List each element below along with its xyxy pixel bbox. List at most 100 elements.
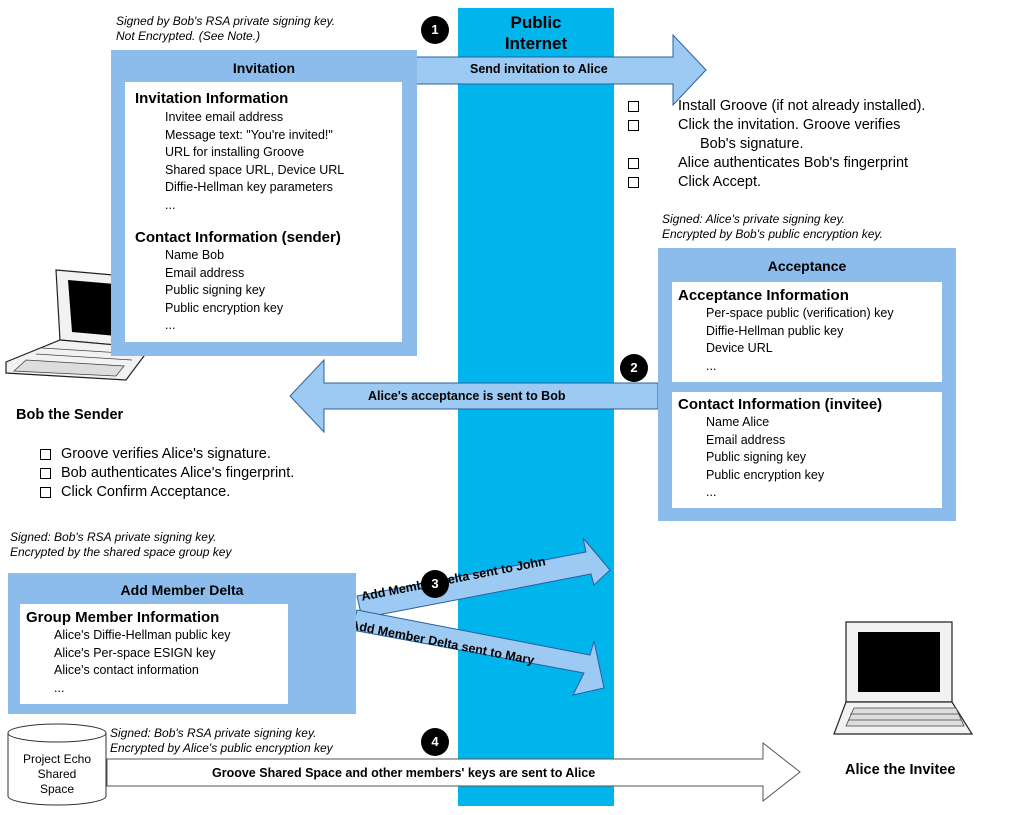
public-internet-label: Public Internet [458, 12, 614, 54]
acceptance-info-panel: Acceptance Information Per-space public … [672, 282, 942, 382]
list-item: ... [706, 485, 717, 499]
acceptance-title: Acceptance [767, 258, 847, 274]
alice-step-text: Bob's signature. [700, 136, 804, 152]
add-member-title: Add Member Delta [120, 582, 244, 598]
list-item: Diffie-Hellman public key [706, 323, 844, 338]
checkbox-icon [40, 449, 51, 460]
list-item: Email address [165, 265, 245, 280]
list-item: Public signing key [706, 450, 807, 464]
add-member-info-title: Group Member Information [26, 609, 220, 626]
send-invitation-arrow [413, 33, 707, 107]
public-internet-label-line2: Internet [504, 34, 568, 53]
invitation-contact-title: Contact Information (sender) [135, 229, 341, 246]
invitation-contact-list: Name Bob Email address Public signing ke… [165, 247, 402, 335]
alice-step-text: Click Accept. [678, 174, 761, 190]
list-item: ... [165, 197, 176, 212]
invitation-note: Signed by Bob's RSA private signing key.… [116, 14, 335, 44]
shared-space-note: Signed: Bob's RSA private signing key. E… [110, 726, 333, 756]
list-item: Public encryption key [165, 300, 284, 315]
alice-step-text: Click the invitation. Groove verifies [678, 117, 901, 133]
list-item: Shared space URL, Device URL [165, 162, 345, 177]
bob-steps: Groove verifies Alice's signature. Bob a… [40, 445, 360, 502]
delta-john-arrow [356, 537, 611, 619]
alice-step: Click the invitation. Groove verifies [628, 116, 1014, 135]
bob-step: Click Confirm Acceptance. [40, 483, 360, 502]
bob-step-text: Bob authenticates Alice's fingerprint. [61, 465, 295, 481]
list-item: URL for installing Groove [165, 145, 305, 159]
acceptance-contact-title: Contact Information (invitee) [678, 396, 883, 413]
list-item: Per-space public (verification) key [706, 306, 894, 320]
step-badge-1: 1 [421, 16, 449, 44]
invitation-note-line2: Not Encrypted. (See Note.) [116, 29, 261, 43]
add-member-info-list: Alice's Diffie-Hellman public key Alice'… [54, 627, 288, 697]
shared-space-label-line3: Space [39, 782, 75, 796]
shared-space-note-line2: Encrypted by Alice's public encryption k… [110, 741, 333, 755]
checkbox-icon [628, 158, 639, 169]
alice-label: Alice the Invitee [845, 762, 956, 778]
shared-space-label-line2: Shared [37, 767, 77, 781]
list-item: Alice's Per-space ESIGN key [54, 645, 216, 660]
add-member-note-line1: Signed: Bob's RSA private signing key. [10, 530, 217, 544]
list-item: ... [54, 680, 65, 695]
invitation-box: Invitation Invitation Information Invite… [111, 50, 417, 356]
shared-space-note-line1: Signed: Bob's RSA private signing key. [110, 726, 317, 740]
acceptance-arrow-label: Alice's acceptance is sent to Bob [368, 389, 566, 403]
acceptance-note-line1: Signed: Alice's private signing key. [662, 212, 846, 226]
acceptance-note-line2: Encrypted by Bob's public encryption key… [662, 227, 883, 241]
acceptance-box: Acceptance Acceptance Information Per-sp… [658, 248, 956, 521]
alice-step-text: Install Groove (if not already installed… [678, 98, 926, 114]
send-invitation-label: Send invitation to Alice [470, 62, 608, 76]
list-item: Alice's contact information [54, 663, 199, 677]
step-badge-4: 4 [421, 728, 449, 756]
add-member-note: Signed: Bob's RSA private signing key. E… [10, 530, 231, 560]
checkbox-icon [628, 101, 639, 112]
shared-space-cylinder [7, 723, 107, 806]
alice-step: Bob's signature. [628, 135, 1014, 154]
invitation-note-line1: Signed by Bob's RSA private signing key. [116, 14, 336, 28]
list-item: Public encryption key [706, 467, 825, 482]
checkbox-icon [40, 487, 51, 498]
alice-step: Click Accept. [628, 173, 1014, 192]
list-item: Email address [706, 432, 786, 447]
list-item: Public signing key [165, 283, 266, 297]
shared-space-label: Project Echo Shared Space [8, 752, 106, 797]
checkbox-icon [628, 120, 639, 131]
invitation-info-title: Invitation Information [135, 90, 289, 107]
invitation-info-list: Invitee email address Message text: "You… [165, 109, 402, 214]
alice-step: Install Groove (if not already installed… [628, 97, 1014, 116]
acceptance-info-list: Per-space public (verification) key Diff… [706, 305, 942, 375]
step-badge-2: 2 [620, 354, 648, 382]
acceptance-contact-list: Name Alice Email address Public signing … [706, 414, 942, 502]
public-internet-label-line1: Public [510, 13, 562, 32]
bob-step: Groove verifies Alice's signature. [40, 445, 360, 464]
shared-space-label-line1: Project Echo [22, 752, 92, 766]
acceptance-contact-panel: Contact Information (invitee) Name Alice… [672, 392, 942, 508]
acceptance-note: Signed: Alice's private signing key. Enc… [662, 212, 883, 242]
list-item: Device URL [706, 341, 773, 355]
add-member-note-line2: Encrypted by the shared space group key [10, 545, 232, 559]
invitation-title: Invitation [232, 60, 296, 76]
list-item: Invitee email address [165, 110, 284, 124]
bob-label: Bob the Sender [16, 407, 124, 423]
shared-space-arrow-label: Groove Shared Space and other members' k… [212, 766, 596, 780]
step-badge-3: 3 [421, 570, 449, 598]
bob-step-text: Groove verifies Alice's signature. [61, 446, 271, 462]
bob-step-text: Click Confirm Acceptance. [61, 484, 231, 500]
add-member-box: Add Member Delta Group Member Informatio… [8, 573, 356, 714]
list-item: Name Bob [165, 248, 225, 262]
bob-step: Bob authenticates Alice's fingerprint. [40, 464, 360, 483]
list-item: Message text: "You're invited!" [165, 127, 333, 142]
delta-mary-arrow [351, 609, 605, 696]
list-item: Diffie-Hellman key parameters [165, 180, 333, 194]
alice-step: Alice authenticates Bob's fingerprint [628, 154, 1014, 173]
add-member-info-panel: Group Member Information Alice's Diffie-… [20, 604, 288, 704]
alice-step-text: Alice authenticates Bob's fingerprint [678, 155, 909, 171]
checkbox-icon [40, 468, 51, 479]
acceptance-arrow [289, 358, 659, 434]
alice-laptop-icon [833, 621, 974, 735]
list-item: ... [165, 318, 176, 332]
checkbox-icon [628, 177, 639, 188]
list-item: Name Alice [706, 415, 770, 429]
list-item: ... [706, 358, 717, 373]
list-item: Alice's Diffie-Hellman public key [54, 628, 231, 642]
